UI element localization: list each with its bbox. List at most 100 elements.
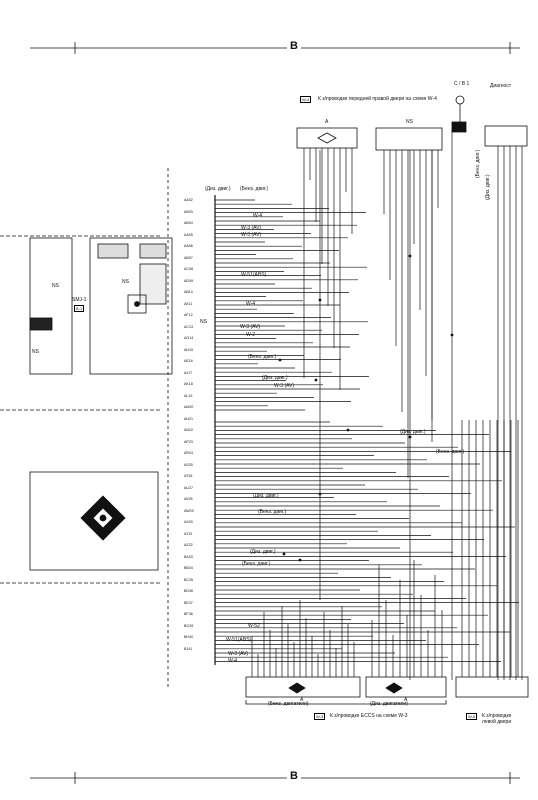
top-connector-ns-label: NS xyxy=(406,119,413,125)
smj-center-dot xyxy=(134,301,140,307)
smj-cell-2 xyxy=(139,243,167,259)
wire-code-label: AF12 xyxy=(184,313,193,317)
wire-code-label: BH40 xyxy=(184,635,193,639)
wire-code-label: AH15 xyxy=(184,347,193,352)
wire-code-label: AS25 xyxy=(184,462,193,467)
dis-engines-note: (Диз. двигатели) xyxy=(370,701,408,707)
top-connector-a xyxy=(296,127,358,149)
wire-code-label: BC35 xyxy=(184,577,193,582)
dis-eng-note-5: (Диз. двиг.) xyxy=(250,549,276,555)
wire-code-label: AC08 xyxy=(184,267,193,271)
wire-ref-w3av-d[interactable]: W-3 (AV) xyxy=(274,383,295,389)
wire-code-label: AE16 xyxy=(184,359,193,363)
wire-ref-w4-b[interactable]: W-4 xyxy=(246,301,256,307)
wire-code-label: AN22 xyxy=(184,428,193,432)
left-ns-label-4: NS xyxy=(200,319,207,325)
bottom-connector-a-left-label: A xyxy=(300,697,304,703)
top-ref-text: К з/проводке передней правой двери на сх… xyxy=(318,96,437,102)
junction-dot xyxy=(318,492,322,496)
wire-code-label: AP23 xyxy=(184,439,193,444)
wire-ref-w51abs-b[interactable]: W-51(ABS) xyxy=(226,637,252,643)
benz-eng-note-6: (Бенз. двиг.) xyxy=(475,149,481,178)
left-ns-label-1: NS xyxy=(52,283,59,289)
smj-center-square xyxy=(127,294,147,314)
smj-cell-1 xyxy=(97,243,129,259)
benz-eng-note-1: (Бенз. двиг.) xyxy=(240,186,269,192)
benz-eng-note-4: (Бенз. двиг.) xyxy=(258,509,287,515)
wire-code-label: AB07 xyxy=(184,255,193,260)
left-fuse-black-cell xyxy=(29,317,53,331)
wire-code-label: AM20 xyxy=(184,405,194,409)
relay-diamond-dot xyxy=(99,514,107,522)
wire-code-label: AB04 xyxy=(184,221,193,225)
bottom-right-ref-text-2: левой двери xyxy=(482,719,512,725)
wire-ref-w2-a[interactable]: W-2 xyxy=(246,332,256,338)
wire-code-label: BJ41 xyxy=(184,646,193,651)
wire-ref-w51abs-a[interactable]: W-51(ABS) xyxy=(241,272,267,278)
junction-dot xyxy=(346,428,350,432)
bottom-ref-text: К з/проводке ECCS на схеме W-3 xyxy=(330,713,408,719)
wire-code-label: AB03 xyxy=(184,209,193,214)
diag-connector xyxy=(484,125,528,147)
wire-ref-w3av-a[interactable]: W-3 (AV) xyxy=(241,225,262,231)
dis-eng-note-4: (Диз. двиг.) xyxy=(253,493,279,499)
wire-code-label: AL19 xyxy=(184,393,193,398)
wire-code-label: AR24 xyxy=(184,451,193,455)
wire-code-label: BB34 xyxy=(184,566,193,570)
smj-connector-block xyxy=(89,237,173,375)
wire-code-label: AD09 xyxy=(184,278,193,283)
dis-eng-note-6: (Диз. двиг.) xyxy=(485,174,491,200)
wire-ref-w3av-b[interactable]: W-3 (AV) xyxy=(241,232,262,238)
wire-code-label: BF38 xyxy=(184,612,193,616)
wire-code-label: AZ32 xyxy=(184,543,193,547)
left-ns-label-3: NS xyxy=(32,349,39,355)
wire-code-label: BG39 xyxy=(184,623,194,628)
wire-code-label: BA33 xyxy=(184,554,193,559)
relay-block xyxy=(29,471,159,571)
junction-dot xyxy=(408,435,412,439)
wire-code-label: AX30 xyxy=(184,520,193,524)
cb1-fuse-circle xyxy=(455,95,465,105)
junction-dot xyxy=(278,358,282,362)
junction-dot xyxy=(282,552,286,556)
bottom-right-ref-text-1: К з/проводке xyxy=(482,713,512,719)
junction-dot xyxy=(318,298,322,302)
wire-ref-w4-a[interactable]: W-4 xyxy=(253,213,263,219)
bottom-connector-a-right-label: A xyxy=(404,697,408,703)
dis-eng-note-2: (Диз. двиг.) xyxy=(262,375,288,381)
wire-ref-w3av-e[interactable]: W-3 (AV) xyxy=(228,651,249,657)
junction-dot xyxy=(314,378,318,382)
wire-code-label: AH21 xyxy=(184,416,193,421)
top-connector-a-label: A xyxy=(325,119,329,125)
smj-code[interactable]: B-1 xyxy=(74,305,85,312)
bottom-bracket xyxy=(245,700,447,705)
bottom-right-ref-code[interactable]: W-5 xyxy=(466,713,478,720)
wire-code-label: AC13 xyxy=(184,324,193,329)
bottom-ref-code[interactable]: W-3 xyxy=(314,713,326,720)
bottom-connector-left-key xyxy=(288,682,306,694)
wire-ref-w52[interactable]: W-52 xyxy=(248,623,260,629)
sheet-label-top: B xyxy=(287,40,301,52)
wire-ref-w4-c[interactable]: W-4 xyxy=(228,658,238,664)
dis-eng-note-1: (Диз. двиг.) xyxy=(205,186,231,192)
dis-eng-note-3: (Диз. двиг.) xyxy=(400,429,426,435)
sheet-label-bottom: B xyxy=(287,770,301,782)
wire-code-label: AE11 xyxy=(184,301,193,306)
wire-code-label: AJ17 xyxy=(184,370,193,375)
wire-ref-w3av-c[interactable]: W-3 (AV) xyxy=(240,324,261,330)
left-ns-label-2: NS xyxy=(122,279,129,285)
wire-code-label: AT26 xyxy=(184,474,193,478)
smj-cell-3 xyxy=(139,263,167,305)
wire-code-label: AB10 xyxy=(184,290,193,294)
benz-eng-note-5: (Бенз. двиг.) xyxy=(242,561,271,567)
junction-dot xyxy=(450,333,454,337)
wire-code-label: AK18 xyxy=(184,382,193,386)
wire-code-label: AA02 xyxy=(184,198,193,202)
top-ref-code[interactable]: W-4 xyxy=(300,96,312,103)
cb1-label: C / B 1 xyxy=(454,81,470,87)
wire-code-label: AV28 xyxy=(184,497,193,501)
diag-label: Диагност xyxy=(490,83,512,89)
wire-code-label: AW29 xyxy=(184,508,194,513)
junction-dot xyxy=(408,254,412,258)
top-connector-a-key xyxy=(317,132,337,144)
